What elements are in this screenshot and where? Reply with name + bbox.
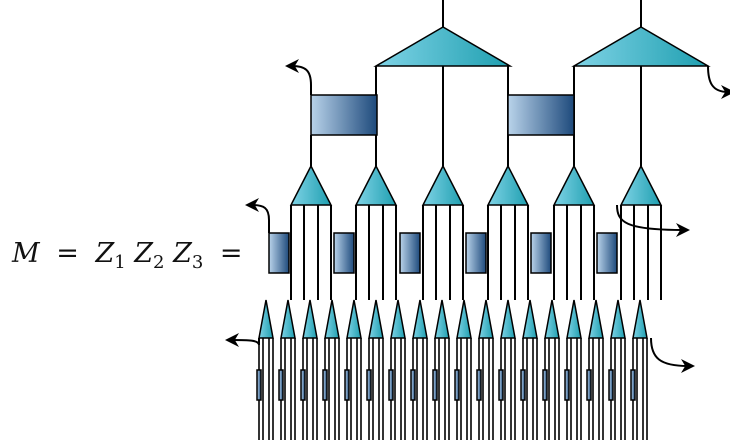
bottom-tensor-triangle (544, 299, 560, 339)
mid-tensor-triangle (486, 164, 530, 206)
bottom-tensor-triangle (522, 299, 538, 339)
bottom-tensor-triangle (588, 299, 604, 339)
z3-symbol: Z (172, 238, 193, 269)
bottom-disentangler-block (322, 369, 328, 401)
bottom-disentangler-block (432, 369, 438, 401)
z1-subscript: 1 (114, 252, 125, 273)
bottom-disentangler-block (586, 369, 592, 401)
mid-tensor-triangle (354, 164, 398, 206)
bottom-disentangler-block (564, 369, 570, 401)
bottom-tensor-triangle (324, 299, 340, 339)
bottom-tensor-triangle (434, 299, 450, 339)
bottom-right-arrow (650, 337, 695, 373)
mid-disentangler-block (333, 232, 355, 274)
z3-subscript: 3 (192, 252, 203, 273)
bottom-disentangler-block (476, 369, 482, 401)
bottom-disentangler-block (410, 369, 416, 401)
bottom-tensor-triangle (500, 299, 516, 339)
mid-tensor-triangle (421, 164, 465, 206)
bottom-disentangler-block (344, 369, 350, 401)
z1-symbol: Z (94, 238, 115, 269)
bottom-tensor-triangle (478, 299, 494, 339)
mid-tensor-triangle (289, 164, 333, 206)
bottom-left-arrow (225, 333, 260, 348)
top-tensor-triangle (571, 26, 711, 67)
bottom-disentangler-block (520, 369, 526, 401)
z2-symbol: Z (133, 238, 154, 269)
equals-sign-2: = (220, 238, 243, 269)
bottom-disentangler-block (366, 369, 372, 401)
mid-tensor-triangle (552, 164, 596, 206)
top-disentangler-block (310, 94, 378, 136)
bottom-disentangler-block (388, 369, 394, 401)
bottom-disentangler-block (542, 369, 548, 401)
top-disentangler-block (507, 94, 575, 136)
mid-disentangler-block (530, 232, 552, 274)
mid-tensor-triangle (619, 164, 663, 206)
bottom-tensor-triangle (566, 299, 582, 339)
bottom-tensor-triangle (258, 299, 274, 339)
top-left-arrow (285, 59, 312, 86)
bottom-disentangler-block (300, 369, 306, 401)
bottom-disentangler-block (608, 369, 614, 401)
bottom-tensor-triangle (412, 299, 428, 339)
top-tensor-triangle (373, 26, 513, 67)
bottom-disentangler-block (630, 369, 636, 401)
bottom-disentangler-block (498, 369, 504, 401)
network-layers (225, 0, 730, 440)
mid-disentangler-block (596, 232, 618, 274)
bottom-tensor-triangle (302, 299, 318, 339)
equation-text: M = Z1 Z2 Z3 = (11, 238, 243, 275)
bottom-disentangler-block (454, 369, 460, 401)
bottom-tensor-triangle (346, 299, 362, 339)
mid-right-arrow (616, 204, 690, 237)
bottom-tensor-triangle (280, 299, 296, 339)
bottom-tensor-triangle (390, 299, 406, 339)
bottom-disentangler-block (256, 369, 262, 401)
bottom-tensor-triangle (632, 299, 648, 339)
lhs-symbol: M (11, 238, 41, 269)
mid-left-arrow (245, 198, 270, 221)
mid-disentangler-block (465, 232, 487, 274)
bottom-tensor-triangle (610, 299, 626, 339)
top-right-arrow (707, 65, 730, 99)
bottom-disentangler-block (278, 369, 284, 401)
mid-disentangler-block (268, 232, 290, 274)
bottom-tensor-triangle (368, 299, 384, 339)
mid-disentangler-block (399, 232, 421, 274)
bottom-tensor-triangle (456, 299, 472, 339)
z2-subscript: 2 (153, 252, 164, 273)
equals-sign-1: = (56, 238, 79, 269)
